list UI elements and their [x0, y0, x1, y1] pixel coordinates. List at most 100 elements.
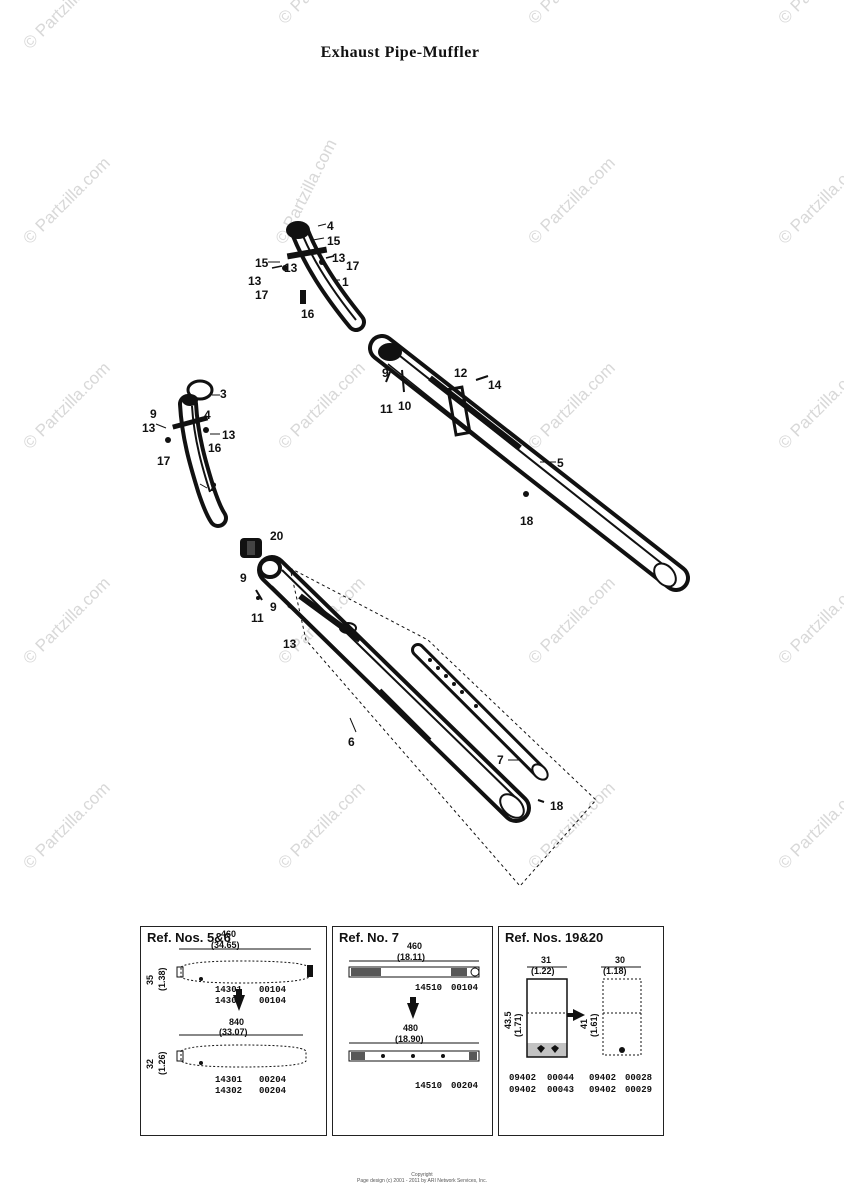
dimension-length-inches: (18.11) — [397, 952, 426, 962]
watermark: © Partzilla.com — [524, 573, 618, 667]
copyright-footer: Copyright Page design (c) 2001 - 2011 by… — [0, 1172, 844, 1184]
panel-drawing — [348, 960, 480, 1062]
watermark: © Partzilla.com — [524, 778, 618, 872]
callout-label: 13 — [284, 261, 298, 275]
callout-label: 13 — [142, 421, 156, 435]
muffler-right — [368, 334, 690, 592]
panel-title: Ref. Nos. 19&20 — [505, 930, 604, 945]
dimension-length: 460 — [407, 941, 423, 951]
part-number: 00104 — [259, 985, 287, 995]
dimension-height-inches: (1.38) — [157, 967, 167, 991]
watermark: © Partzilla.com — [774, 0, 844, 28]
callout-label: 13 — [332, 251, 346, 265]
dimension-length-inches: (18.90) — [395, 1034, 424, 1044]
watermark: © Partzilla.com — [274, 358, 368, 452]
part-number: 00044 — [547, 1073, 575, 1083]
copyright-line: Page design (c) 2001 - 2011 by ARI Netwo… — [357, 1178, 487, 1184]
callout-label: 10 — [398, 399, 412, 413]
callout-label: 1 — [342, 275, 349, 289]
callout-label: 18 — [550, 799, 564, 813]
part-number: 00029 — [625, 1085, 653, 1095]
callout-label: 6 — [348, 735, 355, 749]
leader-lines — [155, 223, 556, 761]
watermark: © Partzilla.com — [19, 573, 113, 667]
callout-label: 16 — [301, 307, 315, 321]
callout-labels: 4 15 13 17 1 15 13 13 17 16 3 9 4 13 16 … — [142, 219, 564, 813]
watermark: © Partzilla.com — [524, 153, 618, 247]
part-number: 14302 — [215, 996, 243, 1006]
watermark: © Partzilla.com — [19, 153, 113, 247]
dimension-height-inches: (1.61) — [589, 1013, 599, 1037]
callout-label: 9 — [382, 366, 389, 380]
callout-label: 13 — [283, 637, 297, 651]
part-number: 00204 — [451, 1081, 479, 1091]
callout-label: 4 — [327, 219, 334, 233]
exhaust-pipe-lower — [165, 379, 228, 528]
callout-label: 13 — [222, 428, 236, 442]
callout-label: 9 — [240, 571, 247, 585]
part-number: 14301 — [215, 1075, 243, 1085]
panel-title: Ref. Nos. 5&6 — [147, 930, 231, 945]
part-number: 14301 — [215, 985, 243, 995]
part-number: 00204 — [259, 1075, 287, 1085]
dimension-height: 35 — [145, 974, 155, 985]
watermark: © Partzilla.com — [774, 573, 844, 667]
part-number: 00104 — [259, 996, 287, 1006]
dimension-height: 32 — [145, 1058, 155, 1069]
part-number: 09402 — [589, 1085, 617, 1095]
callout-label: 20 — [270, 529, 284, 543]
callout-label: 9 — [270, 600, 277, 614]
watermark: © Partzilla.com — [19, 358, 113, 452]
callout-label: 17 — [346, 259, 360, 273]
panel-drawing — [526, 966, 642, 1058]
watermark: © Partzilla.com — [524, 0, 618, 28]
dimension-length: 480 — [403, 1023, 419, 1033]
callout-label: 15 — [327, 234, 341, 248]
callout-label: 14 — [488, 378, 502, 392]
watermark: © Partzilla.com — [274, 778, 368, 872]
part-number: 00028 — [625, 1073, 653, 1083]
watermark: © Partzilla.com — [19, 778, 113, 872]
callout-label: 18 — [520, 514, 534, 528]
exploded-parts-diagram: © Partzilla.com © Partzilla.com © Partzi… — [19, 0, 844, 887]
part-number: 14302 — [215, 1086, 243, 1096]
callout-label: 3 — [220, 387, 227, 401]
part-number: 09402 — [589, 1073, 617, 1083]
dimension-length: 460 — [221, 929, 237, 939]
part-number: 00043 — [547, 1085, 575, 1095]
part-number: 09402 — [509, 1073, 537, 1083]
watermark: © Partzilla.com — [274, 0, 368, 28]
callout-label: 9 — [150, 407, 157, 421]
gasket-muffler-joint — [240, 538, 262, 558]
part-number: 09402 — [509, 1085, 537, 1095]
part-number: 00104 — [451, 983, 479, 993]
callout-label: 5 — [557, 456, 564, 470]
callout-label: 17 — [255, 288, 269, 302]
callout-label: 4 — [204, 408, 211, 422]
dimension-height-inches: (1.26) — [157, 1051, 167, 1075]
panel-title: Ref. No. 7 — [339, 930, 399, 945]
copyright-line: Copyright — [411, 1172, 433, 1178]
callout-label: 7 — [497, 753, 504, 767]
callout-label: 15 — [255, 256, 269, 270]
dimension-height-inches: (1.71) — [513, 1013, 523, 1037]
watermark: © Partzilla.com — [774, 358, 844, 452]
watermark: © Partzilla.com — [19, 0, 113, 53]
part-marker — [537, 799, 545, 803]
dimension-width: 31 — [541, 955, 552, 965]
part-number: 00204 — [259, 1086, 287, 1096]
dimension-height: 41 — [579, 1018, 589, 1029]
ref-panel-muffler: Ref. Nos. 5&6 460 (34.65) 35 (1.38) 1430… — [140, 926, 327, 1136]
dimension-width: 30 — [615, 955, 626, 965]
dimension-width-inches: (1.22) — [531, 966, 555, 976]
watermark: © Partzilla.com — [774, 778, 844, 872]
dimension-length-inches: (34.65) — [211, 940, 240, 950]
part-number: 14510 — [415, 1081, 443, 1091]
exploded-view-outline — [289, 567, 597, 887]
baffle-tube — [411, 643, 549, 781]
callout-label: 17 — [157, 454, 171, 468]
part-number: 14510 — [415, 983, 443, 993]
dimension-width-inches: (1.18) — [603, 966, 627, 976]
dimension-length: 840 — [229, 1017, 245, 1027]
callout-label: 11 — [251, 611, 264, 625]
